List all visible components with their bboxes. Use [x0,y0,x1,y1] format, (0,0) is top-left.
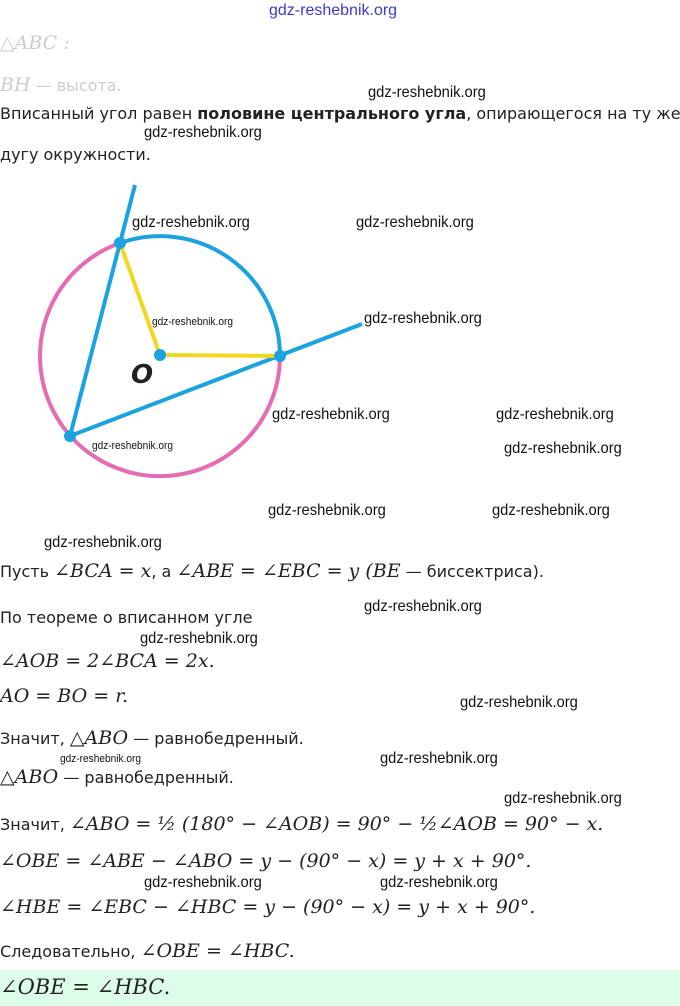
watermark: gdz-reshebnik.org [60,753,142,765]
radii-eq: AO = BO = r. [0,685,129,707]
watermark: gdz-reshebnik.org [504,440,622,457]
watermark: gdz-reshebnik.org [132,214,250,231]
answer-box: ∠OBE = ∠HBC. [0,970,680,1006]
watermark: gdz-reshebnik.org [272,406,390,423]
circle-diagram [38,184,363,479]
point-b [64,430,76,442]
watermark: gdz-reshebnik.org [356,214,474,231]
watermark: gdz-reshebnik.org [92,440,174,452]
line-bc [69,322,363,438]
watermark: gdz-reshebnik.org [44,534,162,551]
math: ∠BCA = x [54,560,152,582]
given-triangle: △ABC : [0,32,70,54]
text: — биссектриса). [400,562,544,581]
math: ∠OBE = ∠HBC. [140,940,295,962]
point-o [154,349,166,361]
watermark: gdz-reshebnik.org [364,310,482,327]
watermark: gdz-reshebnik.org [364,598,482,615]
point-a [114,237,126,249]
theorem-line2: дугу окружности. [0,145,151,164]
text: — равнобедренный. [58,768,234,787]
theorem-text-2: , опирающегося на ту же [466,104,680,123]
text: Пусть [0,562,55,581]
watermark: gdz-reshebnik.org [380,874,498,891]
watermark: gdz-reshebnik.org [144,124,262,141]
altitude-math: BH [0,74,31,96]
watermark: gdz-reshebnik.org [460,694,578,711]
answer-text: ∠OBE = ∠HBC. [0,975,171,999]
pink-arc [38,241,282,479]
math: (BE [359,560,401,582]
altitude-text: — высота. [35,76,122,95]
by-theorem: По теореме о вписанном угле [0,608,253,627]
text: — равнобедренный. [128,729,304,748]
watermark: gdz-reshebnik.org [268,502,386,519]
watermark: gdz-reshebnik.org [140,630,258,647]
so1-line: Значит, △ABO — равнобедренный. [0,727,304,749]
text: Значит, [0,729,70,748]
text: , а [151,562,177,581]
radius-oa [118,242,162,356]
aob-eq: ∠AOB = 2∠BCA = 2x. [0,650,215,672]
watermark: gdz-reshebnik.org [152,316,234,328]
given-altitude: BH — высота. [0,74,122,96]
math: ∠ABE = ∠EBC = y [176,560,360,582]
radius-oc [159,353,281,358]
watermark: gdz-reshebnik.org [496,406,614,423]
watermark: gdz-reshebnik.org [380,750,498,767]
watermark: gdz-reshebnik.org [504,790,622,807]
math: △ABO [0,766,59,788]
watermark: gdz-reshebnik.org [368,84,486,101]
watermark: gdz-reshebnik.org [492,502,610,519]
so2-line: Значит, ∠ABO = ½ (180° − ∠AOB) = 90° − ½… [0,813,604,835]
watermark: gdz-reshebnik.org [144,874,262,891]
theorem-bold: половине центрального угла [197,104,467,123]
point-c [274,350,286,362]
center-label: O [131,360,154,390]
obe-eq: ∠OBE = ∠ABE − ∠ABO = y − (90° − x) = y +… [0,850,532,872]
text: Следовательно, [0,942,141,961]
math: △ABO [69,727,129,749]
theorem-line1: Вписанный угол равен половине центрально… [0,104,680,123]
let-line: Пусть ∠BCA = x, а ∠ABE = ∠EBC = y (BE — … [0,560,544,582]
theorem-text: Вписанный угол равен [0,104,198,123]
blue-arc [119,234,282,357]
text: Значит, [0,815,70,834]
math: ∠ABO = ½ (180° − ∠AOB) = 90° − ½∠AOB = 9… [69,813,604,835]
hbe-eq: ∠HBE = ∠EBC − ∠HBC = y − (90° − x) = y +… [0,896,536,918]
iso-line: △ABO — равнобедренный. [0,766,234,788]
header-watermark[interactable]: gdz-reshebnik.org [269,2,398,19]
conclusion-line: Следовательно, ∠OBE = ∠HBC. [0,940,295,962]
line-ab [68,184,137,437]
